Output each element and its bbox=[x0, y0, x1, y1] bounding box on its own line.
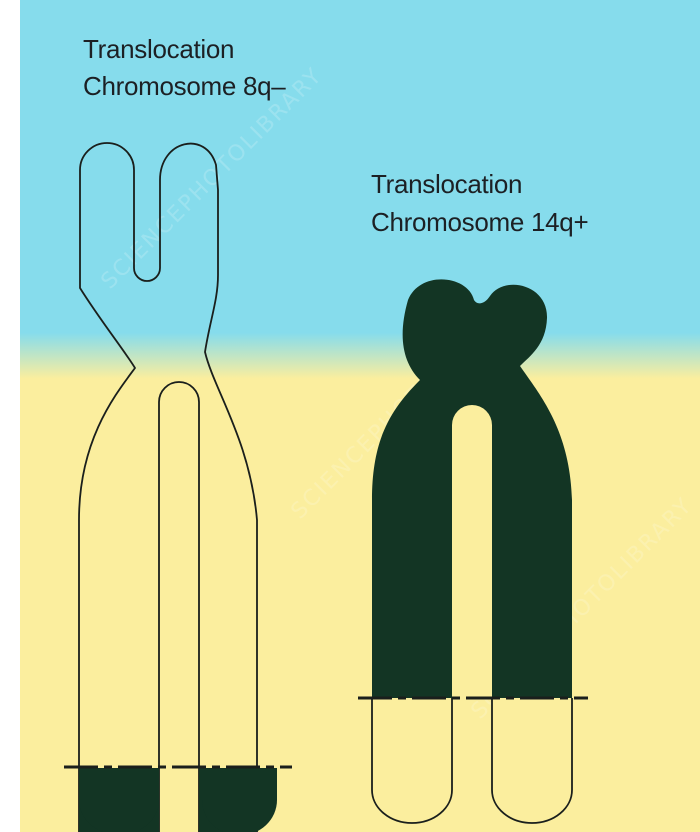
left-margin bbox=[0, 0, 20, 832]
chromosome-14q-inner-groove bbox=[452, 405, 492, 698]
chromosome-14q-label-line2: Chromosome 14q+ bbox=[371, 207, 588, 237]
chromosome-8q-bottom-left-cap bbox=[79, 768, 159, 832]
chromosome-14q-lower-left-arm bbox=[372, 698, 452, 823]
background-panel bbox=[20, 0, 700, 832]
chromosome-8q-label-line2: Chromosome 8q– bbox=[83, 71, 286, 101]
chromosome-14q-lower-right-arm bbox=[492, 698, 572, 823]
chromosome-8q-bottom-right-cap bbox=[202, 768, 277, 832]
chromosome-8q-label-line1: Translocation bbox=[83, 34, 234, 64]
chromosome-14q-label-line1: Translocation bbox=[371, 169, 522, 199]
